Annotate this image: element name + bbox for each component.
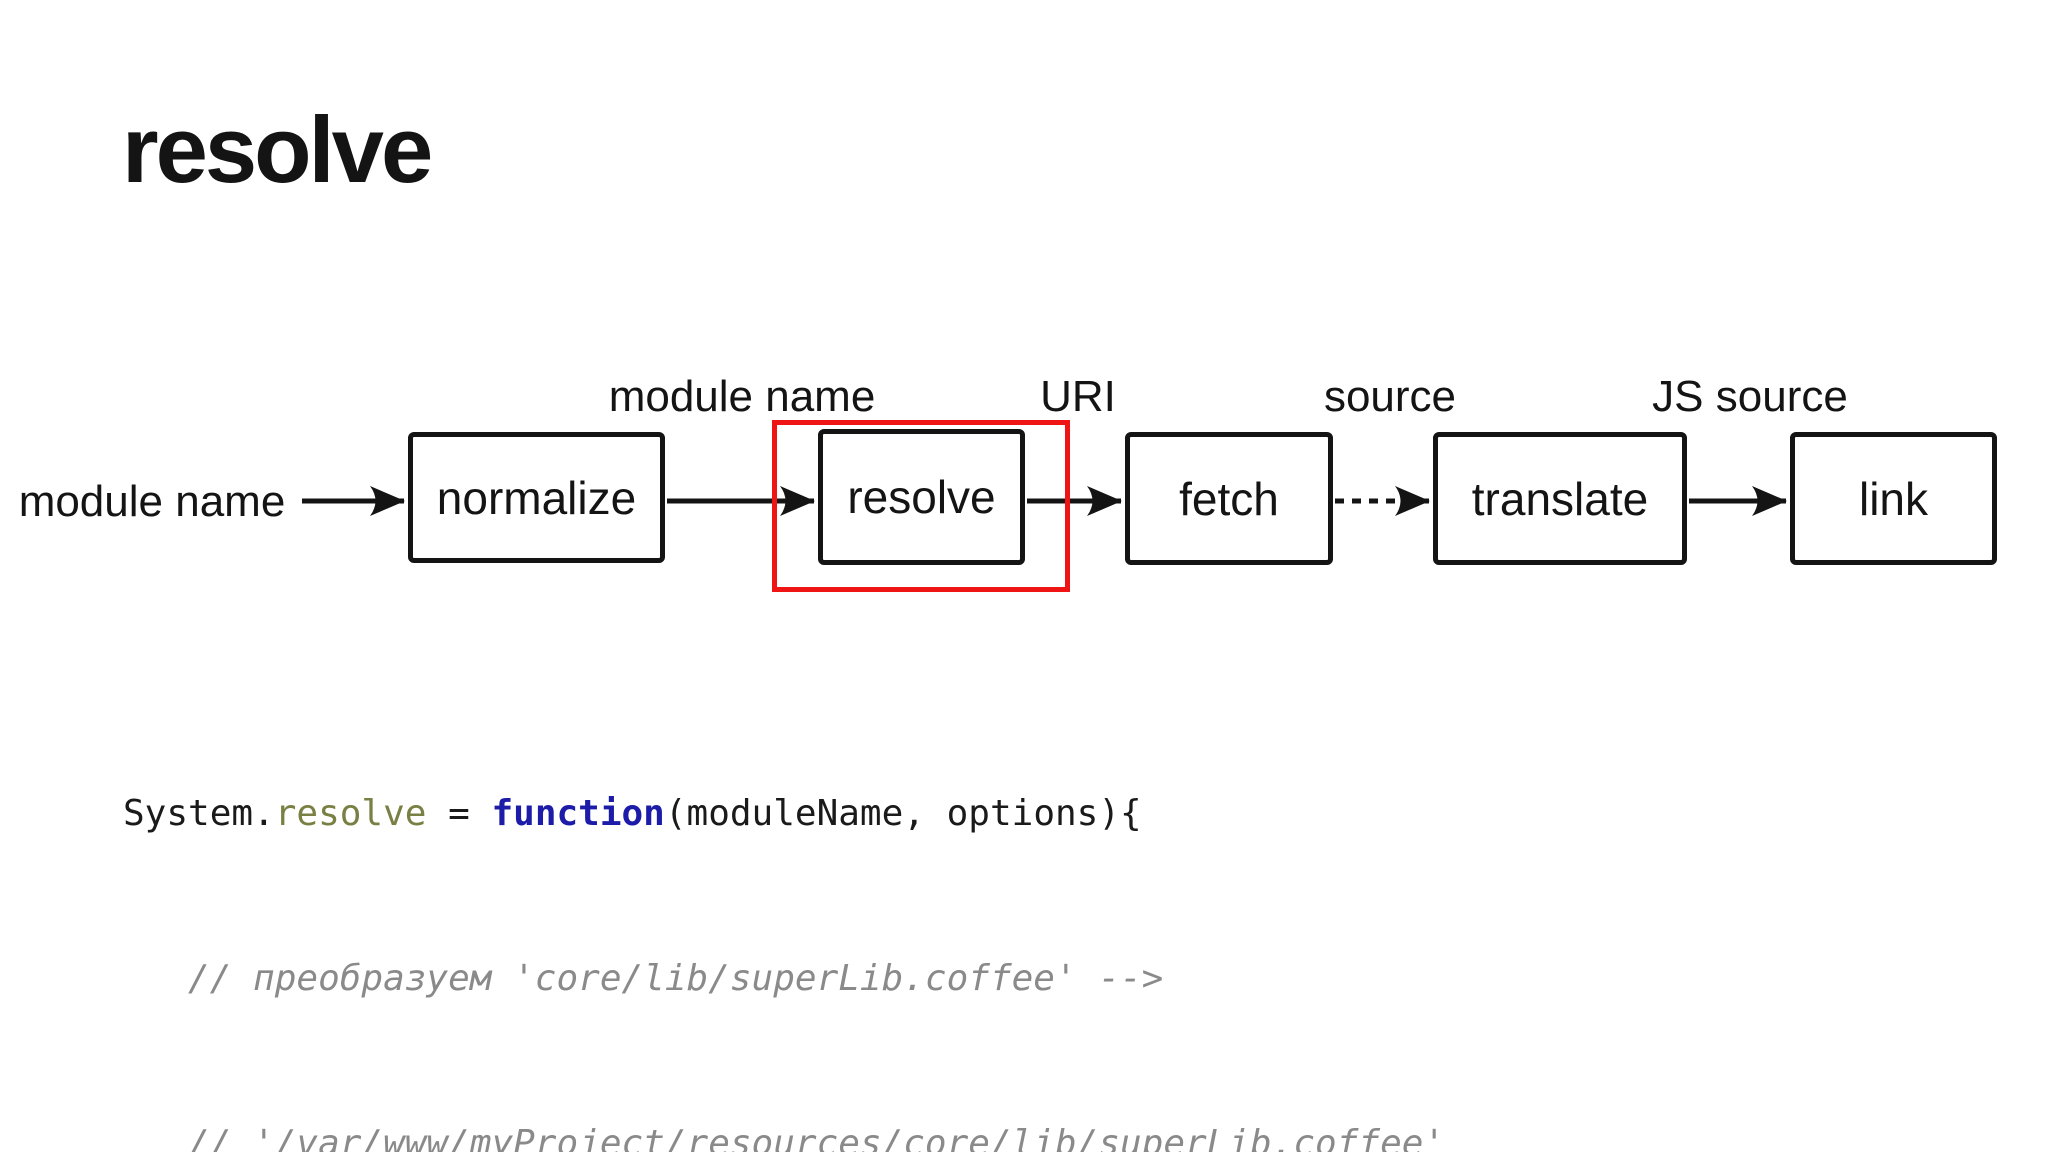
code-object: System. — [123, 793, 275, 834]
code-block: System.resolve = function(moduleName, op… — [123, 676, 1445, 1152]
code-keyword-function: function — [491, 793, 665, 834]
highlight-box — [772, 420, 1070, 592]
code-line-3: // '/var/www/myProject/resources/core/li… — [123, 1116, 1445, 1152]
code-line-1: System.resolve = function(moduleName, op… — [123, 786, 1445, 841]
stage-label-translate: translate — [1471, 472, 1649, 525]
edge-label-module-name: module name — [608, 372, 876, 421]
code-comment-2: // '/var/www/myProject/resources/core/li… — [123, 1123, 1446, 1152]
slide-title: resolve — [122, 97, 433, 202]
stage-box-normalize: normalize — [408, 432, 665, 563]
stage-box-translate: translate — [1433, 432, 1687, 565]
stage-label-normalize: normalize — [436, 471, 637, 524]
edge-label-uri: URI — [1040, 372, 1116, 421]
stage-label-fetch: fetch — [1179, 472, 1279, 525]
stage-box-link: link — [1790, 432, 1997, 565]
stage-label-link: link — [1858, 472, 1929, 525]
code-property: resolve — [274, 793, 427, 834]
edge-label-source: source — [1323, 372, 1457, 421]
code-comment-1: // преобразуем 'core/lib/superLib.coffee… — [123, 958, 1164, 999]
edge-label-js-source: JS source — [1652, 372, 1848, 421]
stage-box-fetch: fetch — [1125, 432, 1333, 565]
code-args: (moduleName, options){ — [664, 793, 1142, 834]
code-line-2: // преобразуем 'core/lib/superLib.coffee… — [123, 951, 1445, 1006]
diagram-input-label: module name — [18, 477, 286, 526]
code-assign: = — [426, 793, 492, 834]
stage-box-resolve: resolve — [818, 429, 1025, 565]
stage-label-resolve: resolve — [847, 471, 996, 523]
